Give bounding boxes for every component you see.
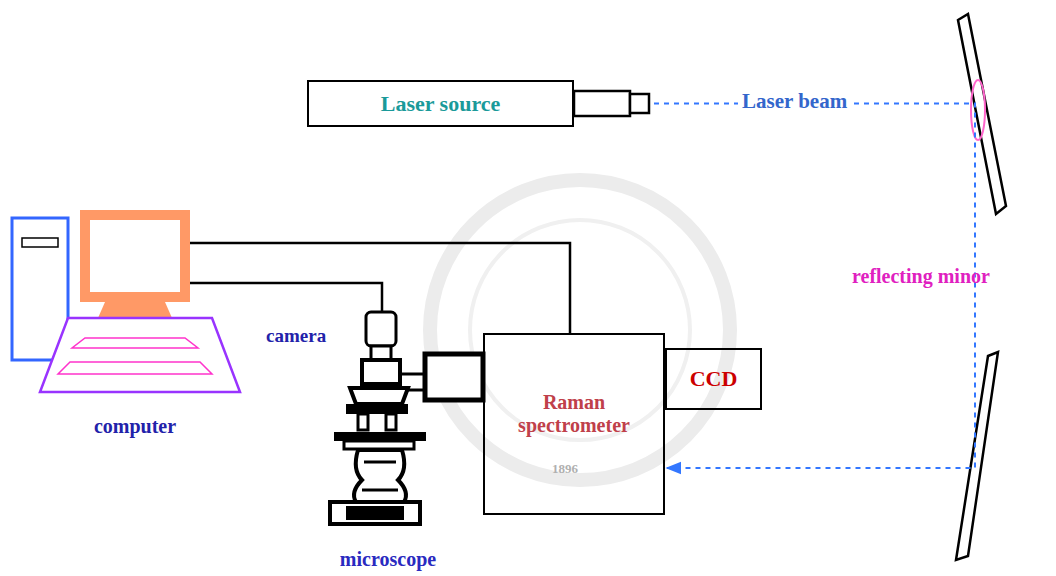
watermark-ring <box>430 180 730 480</box>
node-label: CCD <box>690 366 738 391</box>
laser-nozzle <box>574 91 630 116</box>
laser-source-box: Laser source <box>307 80 574 127</box>
watermark-ring <box>470 220 690 440</box>
focus-knob <box>362 489 398 492</box>
ccd-box: CCD <box>665 348 762 410</box>
beam-spot <box>971 80 985 140</box>
monitor-stand <box>98 302 172 318</box>
node-label: Raman spectrometer <box>509 391 639 437</box>
mirror-label: reflecting minor <box>852 265 990 288</box>
beam-label: Laser beam <box>738 89 851 113</box>
spectrometer-box: Raman spectrometer <box>483 333 665 515</box>
node-label: microscope <box>340 548 436 571</box>
drive-slot <box>22 238 58 247</box>
mirror <box>956 352 998 560</box>
node-label: Laser source <box>381 91 501 116</box>
keyboard-row <box>58 362 212 374</box>
mirror <box>958 14 1006 214</box>
cable <box>190 243 570 333</box>
camera-body <box>366 312 396 346</box>
microscope-base <box>330 502 420 524</box>
watermark: 1896 <box>552 462 578 477</box>
microscope-head <box>362 360 400 384</box>
objective <box>386 414 396 430</box>
microscope-base-inner <box>346 506 404 520</box>
coupling-tube <box>400 373 425 376</box>
camera-mount <box>371 346 391 360</box>
microscope-icon: microscope <box>318 370 458 574</box>
computer-icon: computer <box>10 210 190 442</box>
microscope-pillar <box>354 450 406 502</box>
node-label: camera <box>266 325 326 347</box>
focus-knob <box>364 461 396 464</box>
objective <box>358 414 368 430</box>
node-label: computer <box>94 415 176 438</box>
cable <box>190 283 382 312</box>
keyboard-row <box>72 338 198 348</box>
camera-icon: camera <box>262 312 402 360</box>
monitor <box>85 215 185 297</box>
laser-aperture <box>630 94 649 113</box>
coupling-port <box>425 354 483 400</box>
nosepiece <box>350 388 408 404</box>
nosepiece-band <box>346 404 408 414</box>
stage-holder <box>344 441 414 449</box>
keyboard <box>40 318 240 392</box>
